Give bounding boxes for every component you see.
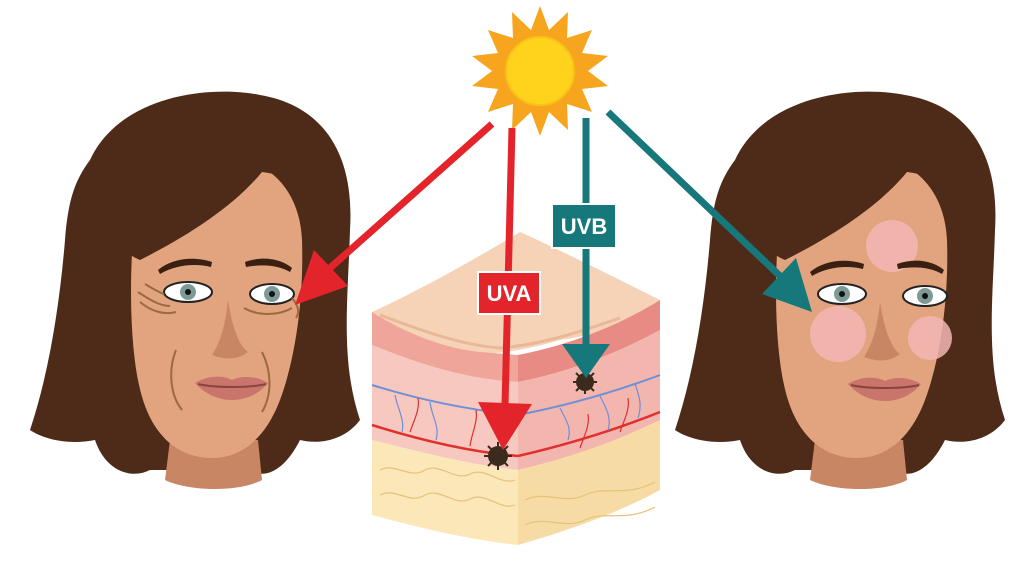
sunburned-face: [675, 91, 1005, 489]
uvb-arrow-to-face: [605, 109, 812, 312]
right-pupil-1: [839, 291, 845, 297]
sunburn-patch-cheek-right: [908, 316, 952, 360]
right-lips: [848, 377, 921, 401]
right-hair-fringe: [755, 117, 975, 260]
uvb-damage-cell: [573, 370, 597, 394]
left-lips: [195, 376, 268, 400]
right-pupil-2: [922, 293, 928, 299]
uvb-label-box: UVB: [551, 203, 617, 249]
red-vessel-side: [517, 410, 661, 458]
uvb-label: UVB: [561, 214, 607, 239]
left-hair-fringe: [110, 117, 330, 260]
right-eyebrow-1: [810, 260, 864, 276]
sun-core: [505, 36, 575, 106]
left-nose: [212, 300, 248, 359]
sun-icon: [472, 6, 608, 136]
right-nose: [864, 302, 900, 361]
right-eyebrow-2: [897, 260, 944, 274]
fat-side: [518, 420, 660, 545]
uva-label-box: UVA: [477, 271, 541, 315]
blue-vessel-side: [517, 374, 661, 416]
left-pupil-2: [269, 291, 275, 297]
aged-face: [30, 91, 360, 489]
left-eyebrow-1: [158, 258, 212, 274]
dermis-side: [518, 330, 660, 470]
sunburn-patch-cheek-left: [810, 306, 866, 362]
uva-label: UVA: [487, 281, 532, 306]
uva-arrow-into-skin: [478, 127, 532, 450]
fat-front: [372, 440, 518, 545]
uva-arrow-to-face: [295, 121, 495, 305]
left-pupil-1: [185, 289, 191, 295]
dermis-front: [372, 345, 518, 470]
sunburn-patch-forehead: [866, 220, 918, 272]
wrinkle-lines: [137, 283, 300, 413]
uva-damage-cell: [484, 442, 512, 470]
epidermis-front: [372, 312, 518, 382]
left-eyebrow-2: [245, 258, 292, 272]
